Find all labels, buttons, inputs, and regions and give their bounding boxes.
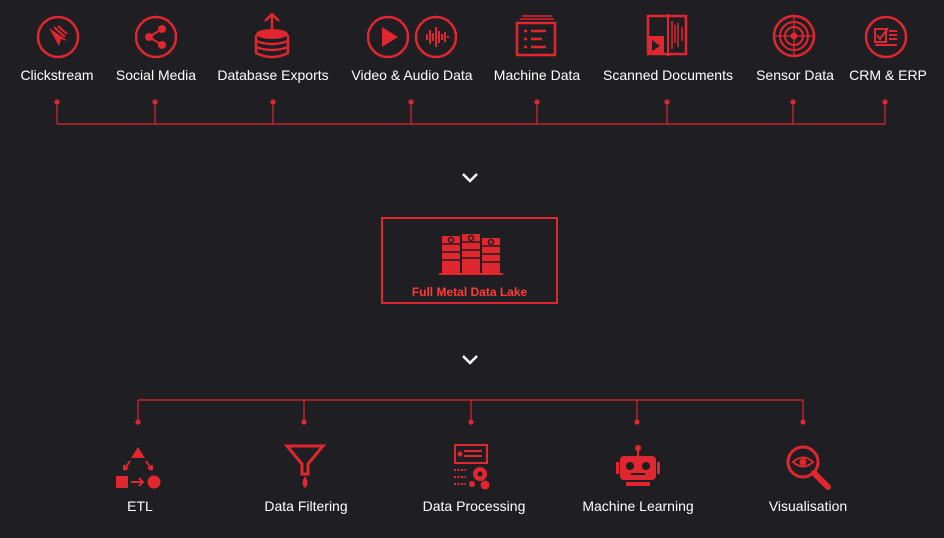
source-label-crm-erp: CRM & ERP xyxy=(849,67,927,83)
source-connector-dot xyxy=(54,99,60,105)
output-connector-dot xyxy=(301,419,307,425)
chevron-down-icon xyxy=(462,355,478,365)
source-label-clickstream: Clickstream xyxy=(20,67,94,83)
source-connector-dot xyxy=(882,99,888,105)
funnel-icon xyxy=(284,444,326,488)
source-connector-dot xyxy=(534,99,540,105)
source-connector-dot xyxy=(152,99,158,105)
data-lake-label: Full Metal Data Lake xyxy=(411,285,528,299)
source-label-database-exports: Database Exports xyxy=(217,67,329,83)
share-icon xyxy=(134,15,178,59)
checklist-icon xyxy=(864,15,908,59)
database-upload-icon xyxy=(254,13,290,59)
output-label-visualisation: Visualisation xyxy=(768,498,848,514)
source-label-scanned-documents: Scanned Documents xyxy=(603,67,733,83)
eye-magnifier-icon xyxy=(786,445,831,490)
output-label-machine-learning: Machine Learning xyxy=(582,498,694,514)
output-connector-dot xyxy=(135,419,141,425)
source-label-sensor-data: Sensor Data xyxy=(756,67,834,83)
output-connector-dot xyxy=(800,419,806,425)
storage-tanks-icon xyxy=(439,234,503,275)
output-label-data-filtering: Data Filtering xyxy=(264,498,348,514)
source-connector-dot xyxy=(270,99,276,105)
source-connector-dot xyxy=(790,99,796,105)
play-icon xyxy=(366,15,410,59)
output-connector-dot xyxy=(634,419,640,425)
robot-icon xyxy=(616,445,660,486)
chevron-down-icon xyxy=(462,173,478,183)
source-connector-dot xyxy=(408,99,414,105)
source-connector-dot xyxy=(664,99,670,105)
source-label-video-audio: Video & Audio Data xyxy=(351,67,473,83)
scanned-document-icon xyxy=(646,14,688,56)
output-label-etl: ETL xyxy=(127,498,153,514)
output-connector-dot xyxy=(468,419,474,425)
data-lake-hub: Full Metal Data Lake xyxy=(381,217,558,304)
etl-shapes-icon xyxy=(116,447,161,489)
output-label-data-processing: Data Processing xyxy=(422,498,526,514)
audio-wave-icon xyxy=(414,15,458,59)
server-list-icon xyxy=(515,15,557,57)
source-label-machine-data: Machine Data xyxy=(493,67,581,83)
sensor-icon xyxy=(772,14,816,58)
data-gears-icon xyxy=(454,444,490,490)
clickstream-icon xyxy=(36,15,80,59)
source-label-social-media: Social Media xyxy=(115,67,197,83)
